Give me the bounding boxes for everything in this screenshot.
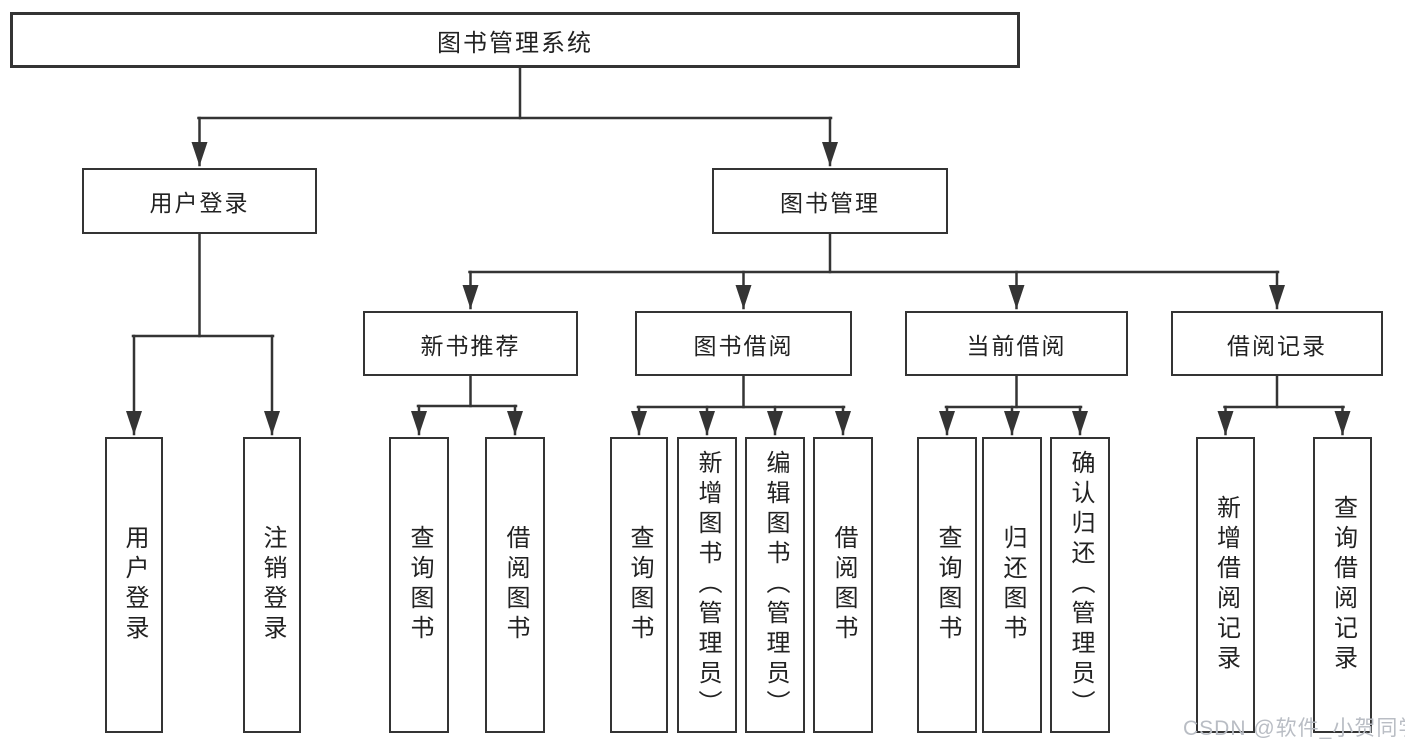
- leaf-bb-borrow-books: 借阅图书: [813, 437, 873, 733]
- leaf-cb-query-books: 查询图书: [917, 437, 977, 733]
- leaf-user-login: 用户登录: [105, 437, 163, 733]
- node-new-book-recommendation: 新书推荐: [363, 311, 578, 376]
- leaf-nbr-query-books: 查询图书: [389, 437, 449, 733]
- node-current-borrowing: 当前借阅: [905, 311, 1128, 376]
- leaf-cb-confirm-return-admin: 确认归还（管理员）: [1050, 437, 1110, 733]
- node-user-login: 用户登录: [82, 168, 317, 234]
- node-book-management: 图书管理: [712, 168, 948, 234]
- leaf-bb-edit-books-admin: 编辑图书（管理员）: [745, 437, 805, 733]
- leaf-cb-return-books: 归还图书: [982, 437, 1042, 733]
- node-library-management-system: 图书管理系统: [10, 12, 1020, 68]
- leaf-br-add-record: 新增借阅记录: [1196, 437, 1255, 733]
- leaf-bb-query-books: 查询图书: [610, 437, 668, 733]
- leaf-br-query-record: 查询借阅记录: [1313, 437, 1372, 733]
- node-book-borrowing: 图书借阅: [635, 311, 852, 376]
- leaf-bb-add-books-admin: 新增图书（管理员）: [677, 437, 737, 733]
- node-borrowing-records: 借阅记录: [1171, 311, 1383, 376]
- leaf-logout: 注销登录: [243, 437, 301, 733]
- leaf-nbr-borrow-books: 借阅图书: [485, 437, 545, 733]
- watermark: CSDN @软件_小贺同学: [1183, 717, 1405, 740]
